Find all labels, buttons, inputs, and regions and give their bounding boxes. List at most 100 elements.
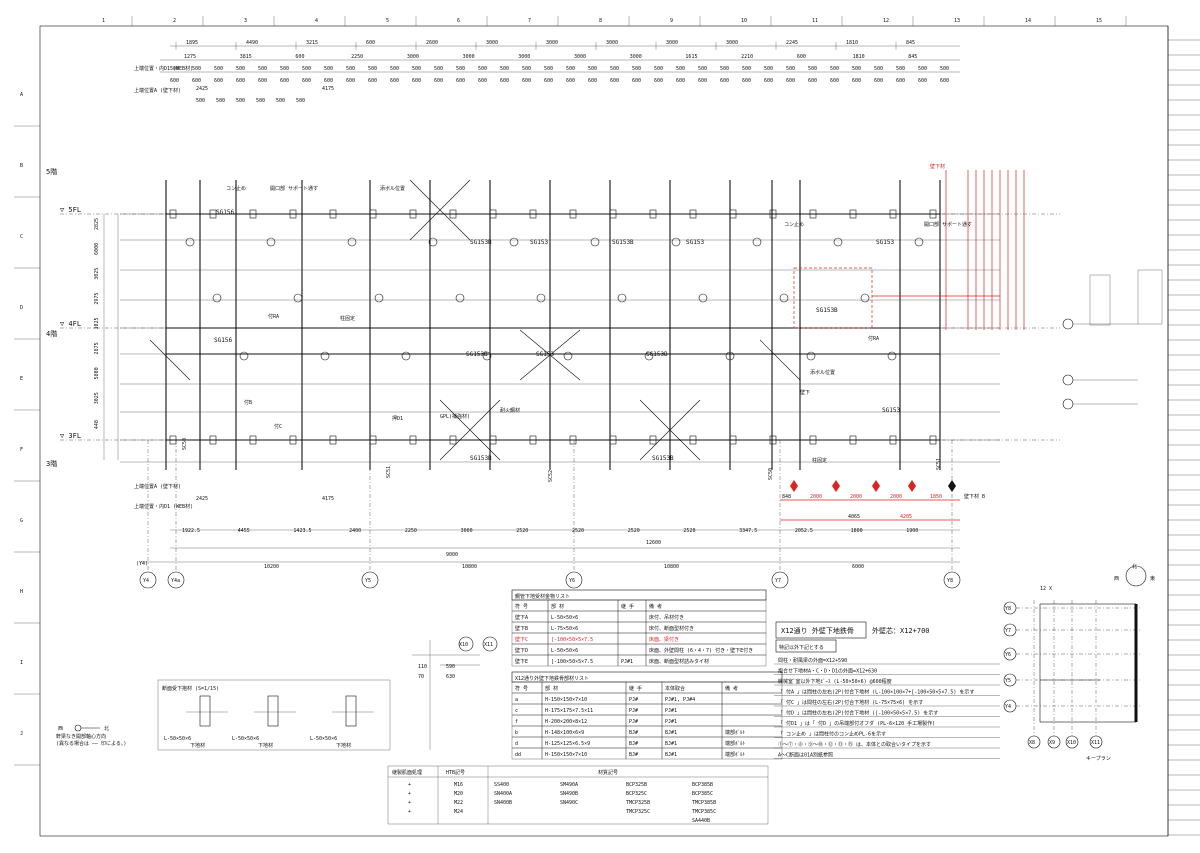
table-header: 部 材 [551, 603, 564, 610]
svg-text:500: 500 [280, 66, 289, 72]
grid-axis-label: Y5 [365, 578, 371, 584]
left-dim: 6000 [94, 243, 100, 255]
bottom-dim-span: 10800 [462, 564, 477, 570]
table-cell: H-148×100×6×9 [545, 730, 584, 736]
legend-bolt: M24 [454, 809, 463, 815]
table-cell: 壁下E [515, 658, 528, 665]
left-dim: 2875 [94, 342, 100, 354]
top-dim-row2: 845 [908, 54, 917, 60]
left-dim: 3025 [94, 268, 100, 280]
row-letter: F [20, 447, 23, 453]
sc-label: SC51 [386, 466, 392, 478]
svg-text:500: 500 [236, 98, 245, 104]
section-detail-frame [157, 679, 391, 751]
section-member: L-50×50×6 [164, 736, 191, 742]
bottom-dim-span: 10200 [264, 564, 279, 570]
table-header: 継 手 [621, 603, 634, 610]
svg-text:600: 600 [764, 78, 773, 84]
keyplan-y-axis: Y5 [1005, 678, 1011, 684]
legend-header-1: 継製肌面処理 [392, 769, 422, 776]
svg-text:600: 600 [874, 78, 883, 84]
svg-text:600: 600 [632, 78, 641, 84]
member-label: SG153B [612, 239, 634, 246]
note-line: 「 付D1 」は「 付D 」の吊端部付オフダ (PL-6×120 手工場製作) [778, 720, 935, 727]
svg-text:600: 600 [830, 78, 839, 84]
bottom-dim: 2250 [405, 528, 417, 534]
left-dim: 440 [94, 420, 100, 429]
keyplan-x-axis: X9 [1049, 740, 1055, 746]
svg-text:500: 500 [434, 66, 443, 72]
legend-material: TMCP325C [626, 809, 650, 815]
svg-text:500: 500 [918, 66, 927, 72]
table-cell: L-50×50×6 [551, 648, 578, 654]
svg-text:500: 500 [256, 98, 265, 104]
svg-text:+: + [408, 800, 411, 806]
svg-text:600: 600 [478, 78, 487, 84]
bottom-dim-9000: 9000 [446, 552, 458, 558]
small-annotation: 柱固定 [812, 457, 827, 464]
svg-text:600: 600 [324, 78, 333, 84]
svg-text:500: 500 [258, 66, 267, 72]
top-dim: 2245 [786, 40, 798, 46]
member-label: SG153B [466, 351, 488, 358]
legend-bolt: M16 [454, 782, 463, 788]
drawing-title: X12通り 外壁下地鉄骨 [781, 626, 854, 635]
table-cell: PJ#1 [665, 719, 677, 725]
table-cell: 床付、断面型材付き [649, 625, 694, 632]
table-cell: 床面、外壁間柱 (6・4・7) 付き・壁下E付き [649, 647, 753, 654]
svg-text:500: 500 [324, 66, 333, 72]
svg-text:500: 500 [346, 66, 355, 72]
table-cell: BJ#1 [665, 741, 677, 747]
svg-text:500: 500 [852, 66, 861, 72]
table-header: 符 号 [515, 685, 528, 692]
small-annotation: 付C [274, 423, 282, 430]
legend-material: BCP325B [626, 782, 647, 788]
dim-4205: 4205 [900, 514, 912, 520]
small-annotation: 開口部 サポート通す [270, 185, 318, 192]
member-label: SG153 [530, 239, 548, 246]
member-label: SG153 [882, 407, 900, 414]
notes-title: 特記以外下記とする [779, 644, 824, 651]
col-number: 15 [1096, 18, 1102, 24]
brace [409, 179, 471, 241]
mini-dim-70: 70 [418, 674, 424, 680]
table-cell: PJ# [629, 697, 638, 703]
row-letter: B [20, 163, 23, 169]
svg-text:500: 500 [874, 66, 883, 72]
svg-text:600: 600 [918, 78, 927, 84]
floor-label-5f: 5階 [46, 167, 57, 176]
svg-text:+: + [408, 809, 411, 815]
svg-text:600: 600 [236, 78, 245, 84]
bottom-dim: 2520 [572, 528, 584, 534]
col-number: 5 [386, 18, 389, 24]
grid-axis-label: Y4 [143, 578, 149, 584]
left-dim: 5800 [94, 367, 100, 379]
svg-text:600: 600 [456, 78, 465, 84]
left-dim: 3025 [94, 318, 100, 330]
section-sublabel: 下地材 [258, 742, 273, 749]
svg-text:500: 500 [698, 66, 707, 72]
svg-text:500: 500 [368, 66, 377, 72]
svg-text:600: 600 [808, 78, 817, 84]
svg-text:500: 500 [456, 66, 465, 72]
bottom-dim: 2520 [628, 528, 640, 534]
table-title: X12通り外壁下地鉄骨部材リスト [515, 675, 589, 682]
svg-text:500: 500 [676, 66, 685, 72]
keyplan-east: 東 [1150, 575, 1155, 582]
table-cell: BJ#1 [665, 730, 677, 736]
top-dim: 3000 [486, 40, 498, 46]
table-cell: 壁下D [515, 647, 528, 654]
grid-axis-bubble [943, 571, 961, 589]
drawing-title-box [775, 621, 867, 639]
small-annotation: 付B [244, 399, 252, 406]
table-cell: H-200×200×8×12 [545, 719, 587, 725]
col-number: 8 [599, 18, 602, 24]
keyplan-x-axis: X8 [1029, 740, 1035, 746]
member-label: SG153B [470, 239, 492, 246]
legend-material: SN490B [560, 791, 578, 797]
svg-text:500: 500 [588, 66, 597, 72]
